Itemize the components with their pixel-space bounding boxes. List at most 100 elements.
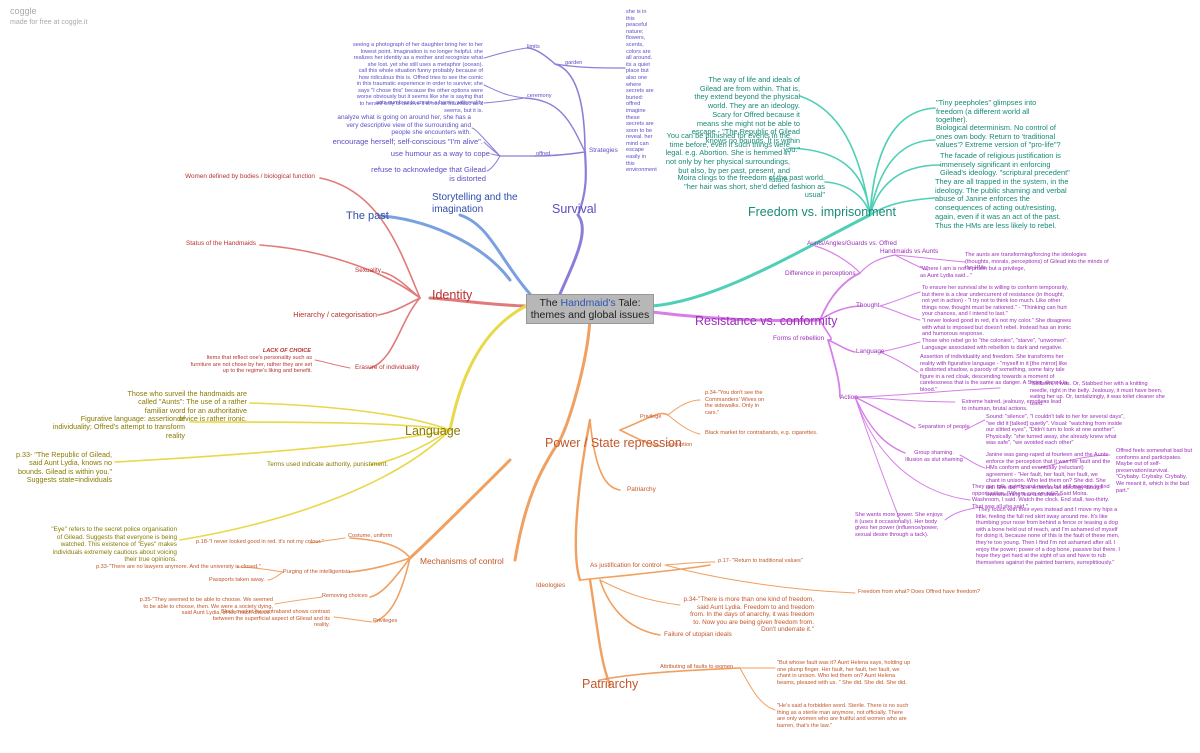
branch-hm-aunts <box>859 254 896 274</box>
purging-passports: Passports taken away. <box>209 577 265 583</box>
branch-just-q <box>664 561 716 566</box>
node-erasure[interactable]: Erasure of individuality <box>355 364 420 371</box>
branch-privileges <box>374 557 411 623</box>
branch-c1 <box>667 414 701 435</box>
node-thought[interactable]: Thought <box>856 302 880 309</box>
branch-power-note <box>854 396 901 521</box>
branch-past <box>378 214 512 282</box>
branch-aunts <box>814 245 861 274</box>
branch-g4 <box>944 507 976 521</box>
node-past[interactable]: The past <box>346 210 389 222</box>
limits-text: seeing a photograph of her daughter brin… <box>353 42 483 68</box>
offred-text3: use humour as a way to cope <box>390 149 490 158</box>
node-freedom[interactable]: Freedom vs. imprisonment <box>748 205 896 219</box>
node-sexuality[interactable]: Sexuality <box>355 267 381 274</box>
costume-q: p.18-"I never looked good in red. it's n… <box>196 539 324 545</box>
diff-p1: The aunts are transforming/forcing the i… <box>965 252 1109 272</box>
node-action[interactable]: Action <box>840 394 858 401</box>
node-power[interactable]: Power / State repression <box>545 436 682 450</box>
node-patriarchy[interactable]: Patriarchy <box>582 677 639 691</box>
node-storytelling[interactable]: Storytelling and the imagination <box>432 192 518 215</box>
central-node[interactable]: The Handmaid's Tale: themes and global i… <box>526 294 654 324</box>
node-privilege[interactable]: Privilege <box>640 414 662 420</box>
node-hierarchy[interactable]: Hierarchy / categorisation <box>293 310 377 319</box>
brand-name: coggle <box>10 6 37 16</box>
branch-freedom-q <box>664 564 856 594</box>
node-justification[interactable]: As justification for control <box>590 562 662 569</box>
branch-offred-t1 <box>471 127 501 157</box>
branch-passports <box>267 571 284 581</box>
branch-t2 <box>879 305 921 321</box>
node-utopian[interactable]: Failure of utopian ideals <box>664 631 732 638</box>
branch-hierarchy <box>377 297 421 316</box>
node-purging[interactable]: Purging of the intelligentsia <box>283 569 351 575</box>
node-garden[interactable]: garden <box>565 60 583 66</box>
branch-power-main <box>513 438 562 562</box>
brand: coggle made for free at coggle.it <box>10 6 87 26</box>
node-identity[interactable]: Identity <box>432 288 473 302</box>
branch-offred <box>534 151 586 157</box>
node-diff[interactable]: Difference in perceptions <box>785 270 856 277</box>
choices-q: p.35-"They seemed to be able to choose. … <box>139 597 273 617</box>
node-privileges[interactable]: Privileges <box>373 618 398 624</box>
node-ideologies[interactable]: Ideologies <box>536 582 566 589</box>
branch-resistance <box>650 310 822 323</box>
faults-f1: "But whose fault was it? Aunt Helena say… <box>777 660 911 686</box>
branch-choice <box>314 359 351 369</box>
language-l3: p.33- "The Republic of Gilead, said Aunt… <box>15 450 112 485</box>
branch-strategies <box>576 150 587 217</box>
node-forms[interactable]: Forms of rebellion <box>773 335 825 342</box>
branch-freedom-r2 <box>869 139 936 216</box>
node-hm-aunts[interactable]: Handmaids vs Aunts <box>880 248 939 255</box>
node-offred[interactable]: offred <box>536 151 551 157</box>
thought-t2: "I never looked good in red, it's not my… <box>922 318 1072 338</box>
language-terms: Terms used indicate authority, punishmen… <box>267 461 389 468</box>
central-pre: The <box>539 297 561 309</box>
node-language[interactable]: Language <box>405 424 461 438</box>
branch-a1 <box>854 387 1001 398</box>
offred-text4: refuse to acknowledge that Gilead is dis… <box>371 165 486 183</box>
branch-ceremony <box>524 97 586 153</box>
justification-freedom-q: Freedom from what? Does Offred have free… <box>858 589 981 595</box>
branch-power <box>558 316 592 442</box>
branch-privilege <box>619 412 669 431</box>
node-language-r[interactable]: Language <box>856 348 885 355</box>
gs-g1: Janine was gang-raped at fourteen and th… <box>986 452 1111 498</box>
node-mechanisms[interactable]: Mechanisms of control <box>420 556 504 566</box>
branch-corruption <box>619 429 661 447</box>
branch-storytelling <box>458 213 532 296</box>
freedom-l2: You can be punished for events in the ti… <box>665 131 790 184</box>
branch-ceremony-text <box>483 84 526 99</box>
node-ceremony[interactable]: ceremony <box>527 93 552 99</box>
node-faults[interactable]: Attributing all faults to women <box>660 664 734 670</box>
garden-text: she is in this peaceful nature; flowers,… <box>626 9 657 174</box>
action-g3: They can talk, quietly and rarely, but s… <box>972 484 1110 510</box>
central-post: Tale: themes and global issues <box>530 297 650 321</box>
node-strategies[interactable]: Strategies <box>589 147 618 154</box>
branch-costume-q <box>309 537 346 544</box>
branch-lang-l4 <box>179 429 451 541</box>
language-lg2: Assertion of individuality and freedom. … <box>920 354 1068 393</box>
branch-sexuality <box>381 271 421 299</box>
node-limits[interactable]: limits <box>527 44 540 50</box>
node-costume[interactable]: Costume, uniform <box>348 533 393 539</box>
node-women[interactable]: Women defined by bodies / biological fun… <box>185 173 315 180</box>
node-aunts[interactable]: Aunts/Angles/Guards vs. Offred <box>807 240 897 247</box>
freedom-l1: The way of life and ideals of Gilead are… <box>691 75 800 154</box>
branch-gs <box>854 396 906 454</box>
sep-s1: Sound: "silence", "I couldn't talk to he… <box>986 414 1125 447</box>
node-corruption[interactable]: Corruption <box>666 442 693 448</box>
branch-mechanisms <box>408 458 512 560</box>
node-patriarchy-small[interactable]: Patriarchy <box>627 486 656 493</box>
freedom-p34: p.34-"There is more than one kind of fre… <box>683 596 814 634</box>
node-status[interactable]: Status of the Handmaids <box>186 240 256 247</box>
node-sep[interactable]: Separation of people <box>918 424 970 430</box>
branch-limits <box>526 47 556 65</box>
node-survival[interactable]: Survival <box>552 202 597 216</box>
node-gs[interactable]: Group shaming. Illusion as slut shaming <box>905 450 963 463</box>
node-resistance[interactable]: Resistance vs. conformity <box>695 314 838 328</box>
faults-f2: "He's said a forbidden word. Sterile. Th… <box>777 703 909 729</box>
node-choices[interactable]: Removing choices <box>322 593 368 599</box>
branch-sep <box>854 396 916 429</box>
